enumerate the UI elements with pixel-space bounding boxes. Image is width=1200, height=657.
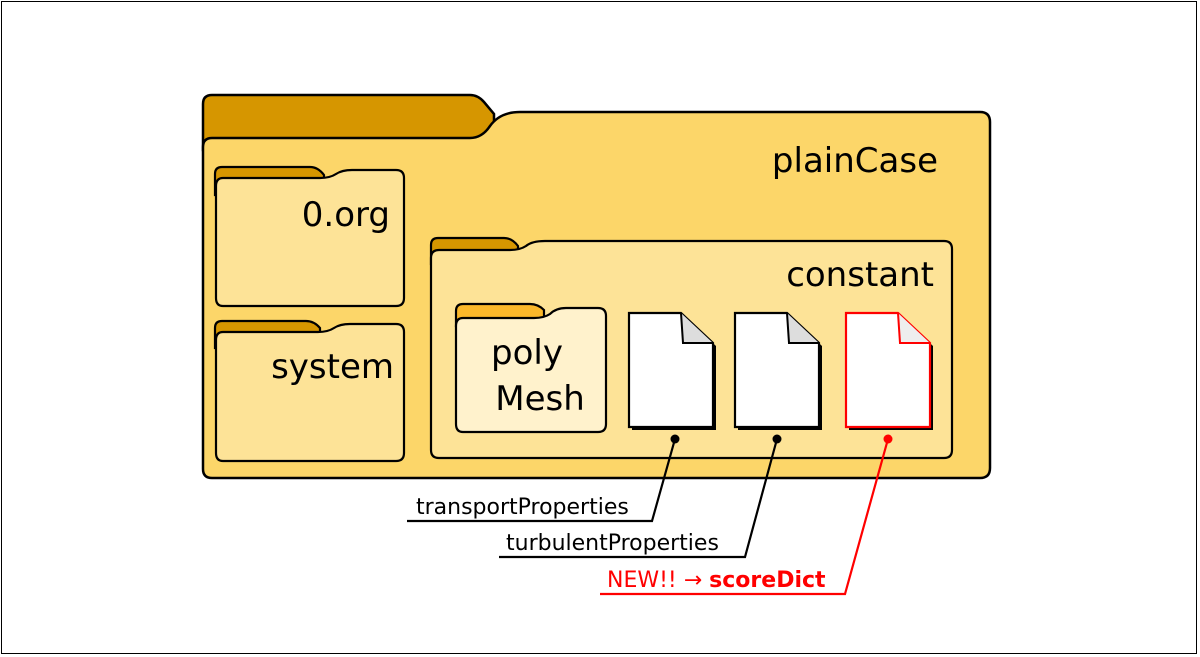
folder-body <box>214 322 406 463</box>
callout-label: transportProperties <box>416 495 629 520</box>
file-icon <box>627 311 715 429</box>
callout-line <box>499 438 779 559</box>
callout-scoredict: NEW!! → scoreDict <box>600 434 893 596</box>
file-turbulentproperties[interactable] <box>733 311 822 430</box>
folder-body <box>454 306 608 434</box>
file-icon <box>733 311 821 429</box>
scoredict-name: scoreDict <box>709 568 826 593</box>
folder-label-line2: Mesh <box>495 379 585 419</box>
callout-line <box>600 438 890 596</box>
folder-label: system <box>271 347 394 387</box>
new-prefix: NEW!! → <box>607 568 709 593</box>
folder-body <box>214 168 406 308</box>
file-scoredict[interactable] <box>844 311 933 430</box>
file-icon <box>844 311 932 429</box>
folder-label: 0.org <box>302 195 390 235</box>
callout-transportproperties: transportProperties <box>407 434 680 523</box>
file-corner <box>680 312 713 344</box>
callout-line <box>407 438 677 523</box>
callout-label: NEW!! → scoreDict <box>607 568 826 593</box>
callout-label: turbulentProperties <box>506 531 719 556</box>
folder-label-line1: poly <box>491 333 563 373</box>
file-corner <box>786 312 819 344</box>
file-corner <box>897 312 930 344</box>
folder-0org[interactable]: 0.org <box>213 165 406 308</box>
file-transportproperties[interactable] <box>627 311 716 430</box>
folder-label: constant <box>786 255 934 295</box>
folder-polymesh[interactable]: poly Mesh <box>454 302 608 434</box>
callout-turbulentproperties: turbulentProperties <box>499 434 782 559</box>
folder-label: plainCase <box>772 141 938 181</box>
folder-system[interactable]: system <box>213 319 406 463</box>
